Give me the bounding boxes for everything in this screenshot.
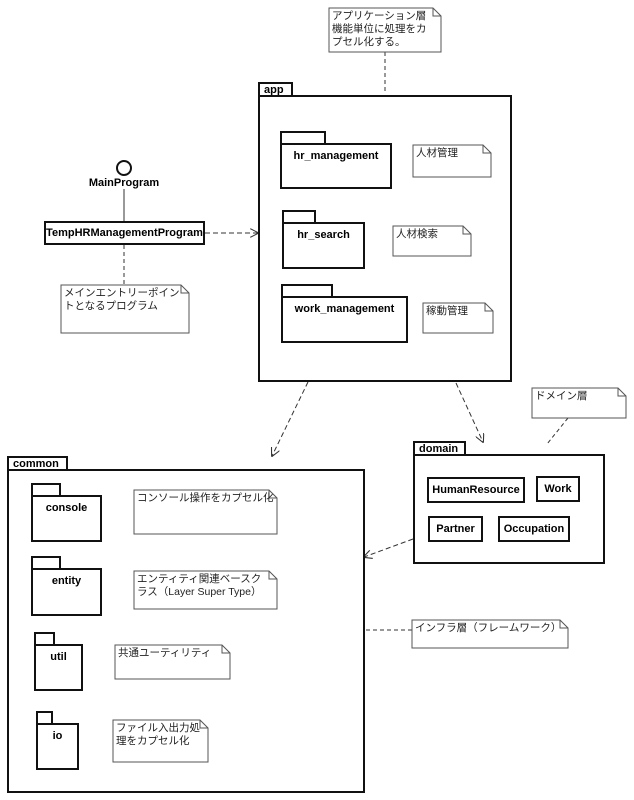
entity-note-text: エンティティ関連ベースク ラス（Layer Super Type） xyxy=(137,573,262,598)
util-note-text: 共通ユーティリティ xyxy=(118,647,212,659)
io-package-name: io xyxy=(52,730,63,742)
console-package-tab xyxy=(31,483,61,497)
console-note: コンソール操作をカプセル化 xyxy=(133,489,278,535)
app-layer-note-text: アプリケーション層 機能単位に処理をカ プセル化する。 xyxy=(332,10,427,48)
main-entry-note: メインエントリーポイン トとなるプログラム xyxy=(60,284,190,334)
io-package-tab xyxy=(36,711,53,725)
work-management-note: 稼動管理 xyxy=(422,302,494,334)
hr-management-package[interactable]: hr_management xyxy=(280,143,392,189)
interface-circle-icon xyxy=(116,160,132,176)
console-note-text: コンソール操作をカプセル化 xyxy=(137,492,274,504)
hr-management-package-name: hr_management xyxy=(293,150,379,162)
work-management-package[interactable]: work_management xyxy=(281,296,408,343)
main-program-class[interactable]: TempHRManagementProgram xyxy=(44,221,205,245)
io-package[interactable]: io xyxy=(36,723,79,770)
util-package-name: util xyxy=(50,651,67,663)
hr-search-note: 人材検索 xyxy=(392,225,472,257)
app-layer-note: アプリケーション層 機能単位に処理をカ プセル化する。 xyxy=(328,7,442,53)
console-package[interactable]: console xyxy=(31,495,102,542)
entity-package[interactable]: entity xyxy=(31,568,102,616)
hr-search-package[interactable]: hr_search xyxy=(282,222,365,269)
infra-layer-note: インフラ層（フレームワーク） xyxy=(411,619,569,649)
hr-management-note-text: 人材管理 xyxy=(416,147,458,159)
hr-management-note: 人材管理 xyxy=(412,144,492,178)
dependency-app-to-domain xyxy=(455,382,483,442)
infra-layer-note-text: インフラ層（フレームワーク） xyxy=(415,622,562,634)
domain-layer-note: ドメイン層 xyxy=(531,387,627,419)
dependency-app-to-common xyxy=(272,381,309,456)
console-package-name: console xyxy=(45,502,88,514)
common-package-tab: common xyxy=(7,456,68,471)
interface-label: MainProgram xyxy=(88,177,160,189)
anchor-domain-note xyxy=(546,417,569,445)
util-package-tab xyxy=(34,632,55,646)
hr-management-package-tab xyxy=(280,131,326,145)
io-note-text: ファイル入出力処 理をカプセル化 xyxy=(116,722,200,747)
domain-package[interactable] xyxy=(413,454,605,564)
work-management-package-name: work_management xyxy=(294,303,395,315)
util-note: 共通ユーティリティ xyxy=(114,644,231,680)
class-human-resource[interactable]: HumanResource xyxy=(427,477,525,503)
class-work[interactable]: Work xyxy=(536,476,580,502)
hr-search-package-tab xyxy=(282,210,316,223)
hr-search-package-name: hr_search xyxy=(297,229,350,241)
util-package[interactable]: util xyxy=(34,644,83,691)
main-entry-note-text: メインエントリーポイン トとなるプログラム xyxy=(64,287,180,312)
hr-search-note-text: 人材検索 xyxy=(396,228,438,240)
domain-layer-note-text: ドメイン層 xyxy=(535,390,588,402)
entity-package-name: entity xyxy=(51,575,82,587)
domain-package-tab: domain xyxy=(413,441,466,456)
work-management-note-text: 稼動管理 xyxy=(426,305,468,317)
dependency-domain-to-common xyxy=(364,538,414,557)
class-occupation[interactable]: Occupation xyxy=(498,516,570,542)
entity-note: エンティティ関連ベースク ラス（Layer Super Type） xyxy=(133,570,278,610)
io-note: ファイル入出力処 理をカプセル化 xyxy=(112,719,209,763)
class-partner[interactable]: Partner xyxy=(428,516,483,542)
entity-package-tab xyxy=(31,556,61,570)
app-package-tab: app xyxy=(258,82,293,97)
work-management-package-tab xyxy=(281,284,333,298)
